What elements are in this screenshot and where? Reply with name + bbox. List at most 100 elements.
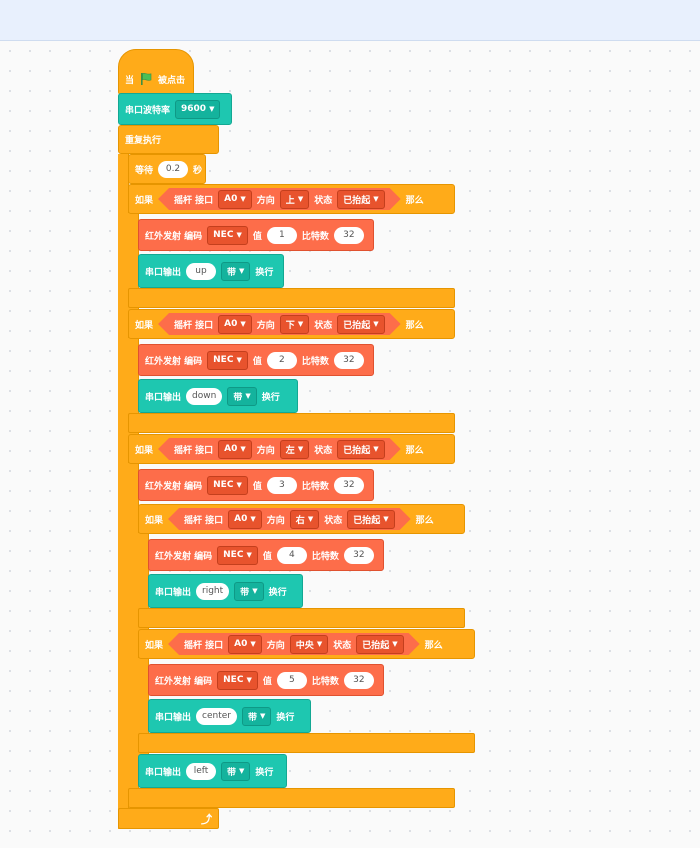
caret-down-icon: ▼ bbox=[252, 587, 258, 595]
newline-dropdown[interactable]: 带▼ bbox=[227, 386, 257, 406]
state-dropdown[interactable]: 已抬起▼ bbox=[347, 510, 394, 529]
newline-dropdown[interactable]: 带▼ bbox=[241, 706, 272, 726]
ir-send-label: 红外发射 编码 bbox=[145, 231, 203, 242]
ir-send-block[interactable]: 红外发射 编码 NEC▼ 值 2 比特数 32 bbox=[138, 344, 374, 376]
ir-value-input[interactable]: 3 bbox=[266, 476, 297, 494]
if-block[interactable]: 如果 摇杆 接口 A0▼ 方向 上▼ 状态 已抬起▼ 那么 bbox=[128, 184, 455, 214]
if-block[interactable]: 如果 摇杆 接口 A0▼ 方向 下▼ 状态 已抬起▼ 那么 bbox=[128, 309, 455, 339]
newline-dropdown[interactable]: 带▼ bbox=[234, 581, 264, 601]
caret-down-icon: ▼ bbox=[246, 676, 252, 684]
bit-count-input[interactable]: 32 bbox=[333, 351, 364, 369]
port-dropdown[interactable]: A0▼ bbox=[218, 315, 252, 334]
caret-down-icon: ▼ bbox=[260, 712, 266, 720]
port-dropdown[interactable]: A0▼ bbox=[228, 510, 262, 529]
state-dropdown[interactable]: 已抬起▼ bbox=[337, 440, 384, 459]
joystick-label: 摇杆 接口 bbox=[184, 640, 224, 651]
forever-block[interactable]: 重复执行 bbox=[118, 125, 219, 154]
encoding-dropdown[interactable]: NEC▼ bbox=[217, 670, 258, 690]
newline-dropdown[interactable]: 带▼ bbox=[221, 261, 251, 281]
caret-down-icon: ▼ bbox=[239, 267, 245, 275]
direction-value: 中央 bbox=[295, 640, 314, 651]
ir-send-block[interactable]: 红外发射 编码 NEC▼ 值 3 比特数 32 bbox=[138, 469, 374, 501]
then-label: 那么 bbox=[405, 320, 424, 331]
serial-text-input[interactable]: down bbox=[186, 387, 223, 405]
caret-down-icon: ▼ bbox=[236, 481, 242, 489]
direction-dropdown[interactable]: 右▼ bbox=[290, 510, 319, 529]
direction-value: 右 bbox=[295, 515, 305, 526]
if-label: 如果 bbox=[135, 445, 154, 456]
state-dropdown[interactable]: 已抬起▼ bbox=[337, 315, 384, 334]
caret-down-icon: ▼ bbox=[236, 231, 242, 239]
if-block[interactable]: 如果 摇杆 接口 A0▼ 方向 左▼ 状态 已抬起▼ 那么 bbox=[128, 434, 455, 464]
ir-value-input[interactable]: 1 bbox=[266, 226, 297, 244]
bit-count-input[interactable]: 32 bbox=[343, 671, 374, 689]
encoding-dropdown[interactable]: NEC▼ bbox=[207, 225, 248, 245]
code-workspace[interactable]: 当 被点击 串口波特率 9600 ▼ 重复执行 等待 0.2 秒 如果 摇杆 接… bbox=[0, 41, 700, 848]
bit-count-input[interactable]: 32 bbox=[333, 476, 364, 494]
wait-block[interactable]: 等待 0.2 秒 bbox=[128, 154, 206, 184]
direction-dropdown[interactable]: 中央▼ bbox=[290, 635, 328, 654]
joystick-condition[interactable]: 摇杆 接口 A0▼ 方向 左▼ 状态 已抬起▼ bbox=[158, 438, 401, 460]
state-dropdown[interactable]: 已抬起▼ bbox=[356, 635, 403, 654]
port-dropdown[interactable]: A0▼ bbox=[218, 190, 252, 209]
bit-count-input[interactable]: 32 bbox=[343, 546, 374, 564]
state-label: 状态 bbox=[314, 445, 333, 456]
if-block[interactable]: 如果 摇杆 接口 A0▼ 方向 中央▼ 状态 已抬起▼ 那么 bbox=[138, 629, 475, 659]
serial-print-block[interactable]: 串口输出 up 带▼ 换行 bbox=[138, 254, 284, 288]
ir-send-block[interactable]: 红外发射 编码 NEC▼ 值 5 比特数 32 bbox=[148, 664, 384, 696]
joystick-condition[interactable]: 摇杆 接口 A0▼ 方向 右▼ 状态 已抬起▼ bbox=[168, 508, 411, 530]
caret-down-icon: ▼ bbox=[240, 320, 246, 328]
value-label: 值 bbox=[252, 231, 262, 242]
then-label: 那么 bbox=[405, 445, 424, 456]
joystick-label: 摇杆 接口 bbox=[184, 515, 224, 526]
encoding-dropdown[interactable]: NEC▼ bbox=[217, 545, 258, 565]
ir-value-input[interactable]: 2 bbox=[266, 351, 297, 369]
serial-text-input[interactable]: right bbox=[196, 582, 230, 600]
ir-value-input[interactable]: 5 bbox=[276, 671, 307, 689]
joystick-condition[interactable]: 摇杆 接口 A0▼ 方向 下▼ 状态 已抬起▼ bbox=[158, 313, 401, 335]
serial-text-input[interactable]: up bbox=[186, 262, 217, 280]
clicked-label: 被点击 bbox=[158, 75, 186, 86]
baud-rate-value: 9600 bbox=[181, 104, 207, 114]
caret-down-icon: ▼ bbox=[373, 195, 379, 203]
joystick-condition[interactable]: 摇杆 接口 A0▼ 方向 中央▼ 状态 已抬起▼ bbox=[168, 633, 420, 655]
then-label: 那么 bbox=[405, 195, 424, 206]
bits-label: 比特数 bbox=[301, 356, 329, 367]
serial-print-block[interactable]: 串口输出 right 带▼ 换行 bbox=[148, 574, 303, 608]
port-dropdown[interactable]: A0▼ bbox=[218, 440, 252, 459]
ir-send-block[interactable]: 红外发射 编码 NEC▼ 值 4 比特数 32 bbox=[148, 539, 384, 571]
newline-label: 换行 bbox=[255, 767, 274, 778]
ir-value-input[interactable]: 4 bbox=[276, 546, 307, 564]
serial-print-block[interactable]: 串口输出 left 带▼ 换行 bbox=[138, 754, 287, 788]
port-dropdown[interactable]: A0▼ bbox=[228, 635, 262, 654]
if-block-end bbox=[138, 608, 465, 628]
encoding-value: NEC bbox=[213, 230, 234, 240]
serial-text-input[interactable]: center bbox=[196, 707, 237, 725]
value-label: 值 bbox=[252, 356, 262, 367]
encoding-dropdown[interactable]: NEC▼ bbox=[207, 350, 248, 370]
baud-rate-dropdown[interactable]: 9600 ▼ bbox=[175, 99, 221, 119]
state-dropdown[interactable]: 已抬起▼ bbox=[337, 190, 384, 209]
joystick-condition[interactable]: 摇杆 接口 A0▼ 方向 上▼ 状态 已抬起▼ bbox=[158, 188, 401, 210]
if-block[interactable]: 如果 摇杆 接口 A0▼ 方向 右▼ 状态 已抬起▼ 那么 bbox=[138, 504, 465, 534]
port-value: A0 bbox=[234, 514, 248, 524]
state-value: 已抬起 bbox=[353, 515, 381, 526]
bit-count-input[interactable]: 32 bbox=[333, 226, 364, 244]
serial-text-input[interactable]: left bbox=[186, 762, 217, 780]
encoding-dropdown[interactable]: NEC▼ bbox=[207, 475, 248, 495]
when-flag-clicked-block[interactable]: 当 被点击 bbox=[118, 49, 194, 95]
serial-print-block[interactable]: 串口输出 down 带▼ 换行 bbox=[138, 379, 298, 413]
newline-label: 换行 bbox=[268, 587, 287, 598]
direction-dropdown[interactable]: 左▼ bbox=[280, 440, 309, 459]
serial-baud-block[interactable]: 串口波特率 9600 ▼ bbox=[118, 93, 232, 125]
ir-send-block[interactable]: 红外发射 编码 NEC▼ 值 1 比特数 32 bbox=[138, 219, 374, 251]
seconds-label: 秒 bbox=[193, 165, 203, 176]
value-label: 值 bbox=[262, 676, 272, 687]
direction-dropdown[interactable]: 上▼ bbox=[280, 190, 309, 209]
serial-out-label: 串口输出 bbox=[155, 587, 192, 598]
caret-down-icon: ▼ bbox=[297, 195, 304, 203]
newline-dropdown[interactable]: 带▼ bbox=[221, 761, 251, 781]
serial-print-block[interactable]: 串口输出 center 带▼ 换行 bbox=[148, 699, 311, 733]
wait-seconds-input[interactable]: 0.2 bbox=[158, 160, 189, 178]
direction-dropdown[interactable]: 下▼ bbox=[280, 315, 309, 334]
